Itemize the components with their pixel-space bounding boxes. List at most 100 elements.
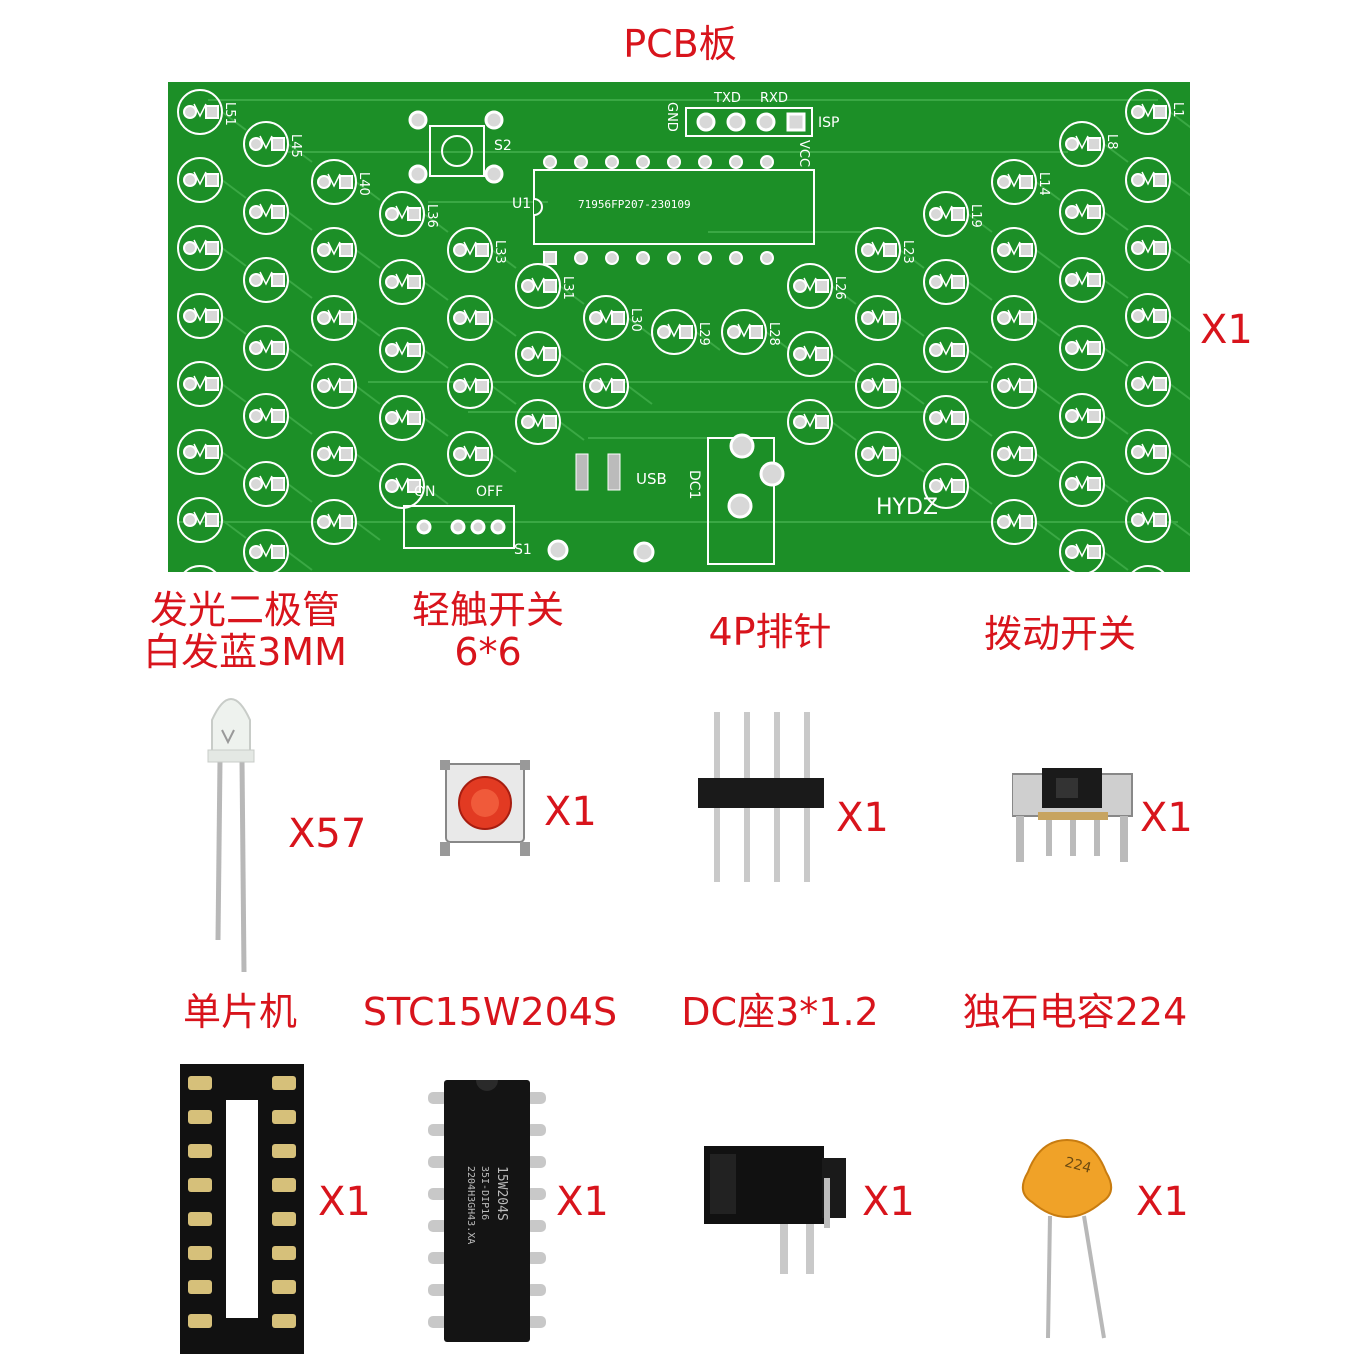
led-image: [207, 698, 255, 973]
capacitor-quantity: X1: [1136, 1179, 1189, 1225]
switch-footprint: [403, 505, 515, 549]
led-pad: [923, 463, 969, 509]
pin-header-image: [698, 712, 824, 882]
led-pad: [923, 259, 969, 305]
dc-jack-name: DC座3*1.2: [681, 990, 879, 1034]
led-label: L36: [424, 204, 439, 228]
led-pad: [721, 309, 767, 355]
capacitor-image: 224: [1021, 1138, 1113, 1339]
led-quantity: X57: [288, 811, 367, 857]
mcu-marking-2: 35I-DIP16: [479, 1166, 490, 1220]
rxd-label: RXD: [760, 91, 788, 106]
led-pad: [787, 331, 833, 377]
led-pad: [177, 497, 223, 543]
led-label: L26: [832, 276, 847, 300]
led-label: L31: [560, 276, 575, 300]
pin-header-quantity: X1: [836, 795, 889, 841]
button-footprint: [429, 125, 485, 177]
led-pad: [515, 331, 561, 377]
vcc-label: VCC: [796, 140, 811, 167]
pcb-quantity: X1: [1200, 307, 1253, 353]
dc-jack-quantity: X1: [862, 1179, 915, 1225]
led-pad: [1059, 461, 1105, 507]
led-pad: [311, 431, 357, 477]
led-pad: [243, 393, 289, 439]
led-label: L30: [628, 308, 643, 332]
capacitor-name: 独石电容224: [962, 990, 1188, 1034]
slide-switch-name: 拨动开关: [983, 612, 1136, 656]
led-label: L14: [1036, 172, 1051, 196]
mcu-marking-3: 2204H3GH43.XA: [465, 1166, 476, 1244]
led-pad: [991, 363, 1037, 409]
switch-label: S1: [514, 542, 532, 558]
led-pad: [379, 395, 425, 441]
led-pad: [311, 295, 357, 341]
led-pad: [1059, 121, 1105, 167]
led-pad: [1059, 529, 1105, 572]
socket-quantity: X1: [318, 1179, 371, 1225]
button-label: S2: [494, 138, 512, 154]
isp-label: ISP: [818, 115, 839, 131]
led-pad: [1125, 497, 1171, 543]
led-pad: [923, 191, 969, 237]
led-pad: [1059, 325, 1105, 371]
brand-label: HYDZ: [876, 495, 938, 520]
led-pad: [177, 89, 223, 135]
led-pad: [1125, 293, 1171, 339]
pcb-board: 71956FP207-230109 U1 S2 ISP TXD RXD GND …: [168, 82, 1190, 572]
led-pad: [243, 325, 289, 371]
pcb-traces: [178, 99, 1190, 571]
led-pad: [855, 431, 901, 477]
led-pad: [923, 327, 969, 373]
usb-label: USB: [636, 470, 667, 488]
led-pad: [991, 499, 1037, 545]
led-pad: [379, 327, 425, 373]
led-pad: [447, 227, 493, 273]
led-label: L29: [696, 322, 711, 346]
led-pad: [311, 363, 357, 409]
led-label: L23: [900, 240, 915, 264]
led-pad: [379, 463, 425, 509]
mcu-chip-image: 15W204S 35I-DIP16 2204H3GH43.XA: [428, 1080, 546, 1342]
mcu-marking-1: 15W204S: [494, 1166, 509, 1221]
led-pad: [243, 529, 289, 572]
led-pad: [787, 263, 833, 309]
led-pad: [923, 395, 969, 441]
mcu-name: STC15W204S: [362, 990, 618, 1034]
led-pad: [855, 363, 901, 409]
button-name-line2: 6*6: [454, 630, 522, 674]
led-label: L45: [288, 134, 303, 158]
led-label: L33: [492, 240, 507, 264]
led-pad: [515, 263, 561, 309]
led-pad: [177, 361, 223, 407]
capacitor-marking: 224: [1063, 1154, 1093, 1176]
led-pad: [379, 259, 425, 305]
slide-switch-quantity: X1: [1140, 795, 1193, 841]
led-pad: [1125, 157, 1171, 203]
led-label: L1: [1170, 102, 1185, 118]
isp-header-footprint: [685, 107, 813, 137]
led-pad: [1059, 393, 1105, 439]
mcu-socket-name: 单片机: [182, 990, 297, 1034]
led-pad: [447, 295, 493, 341]
pcb-led-pads: [177, 89, 1171, 572]
led-pad: [583, 295, 629, 341]
led-pad: [447, 363, 493, 409]
tactile-switch-image: [440, 760, 530, 856]
led-pad: [1059, 189, 1105, 235]
led-pad: [177, 293, 223, 339]
led-pad: [991, 431, 1037, 477]
led-pad: [991, 227, 1037, 273]
led-pad: [855, 227, 901, 273]
tactile-quantity: X1: [544, 789, 597, 835]
led-label: L19: [968, 204, 983, 228]
header-name: 4P排针: [708, 610, 832, 654]
led-pad: [243, 189, 289, 235]
led-pad: [311, 499, 357, 545]
led-pad: [243, 121, 289, 167]
led-label: L28: [766, 322, 781, 346]
led-pad: [447, 431, 493, 477]
led-pad: [1131, 565, 1165, 572]
chip-marking: 71956FP207-230109: [578, 198, 691, 211]
